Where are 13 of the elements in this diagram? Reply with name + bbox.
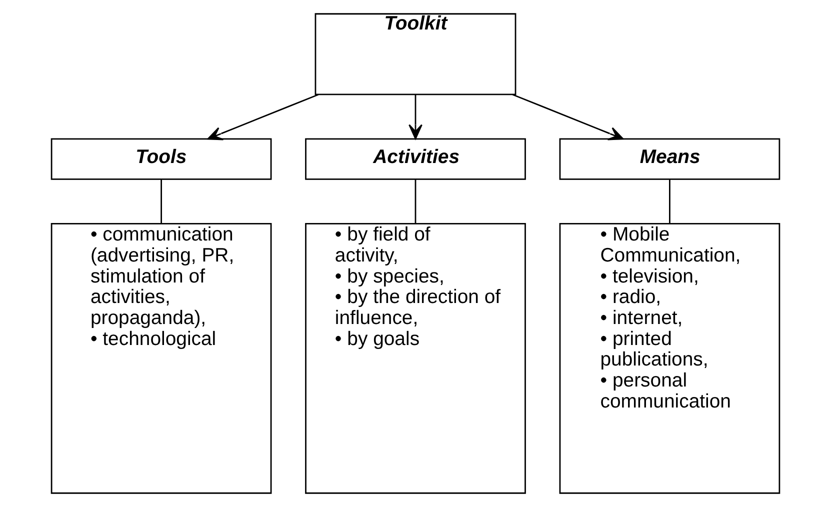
node-box: • communication (advertising, PR, stimulation of activities, propaganda), • technological — [50, 222, 272, 494]
connector — [160, 179, 162, 224]
node-box: Activities — [304, 138, 526, 180]
arrow — [408, 94, 422, 140]
arrow — [512, 94, 624, 140]
node-box: • by field of activity, • by species, • by the direction of influence, • by goals — [304, 222, 526, 494]
connector — [668, 179, 670, 224]
arrow — [206, 94, 318, 140]
node-box: • Mobile Communication, • television, • radio, • internet, • printed publications, • personal communication — [558, 222, 780, 494]
connector — [414, 179, 416, 224]
node-box: Toolkit — [314, 13, 516, 96]
node-box: Means — [558, 138, 780, 180]
node-box: Tools — [50, 138, 272, 180]
